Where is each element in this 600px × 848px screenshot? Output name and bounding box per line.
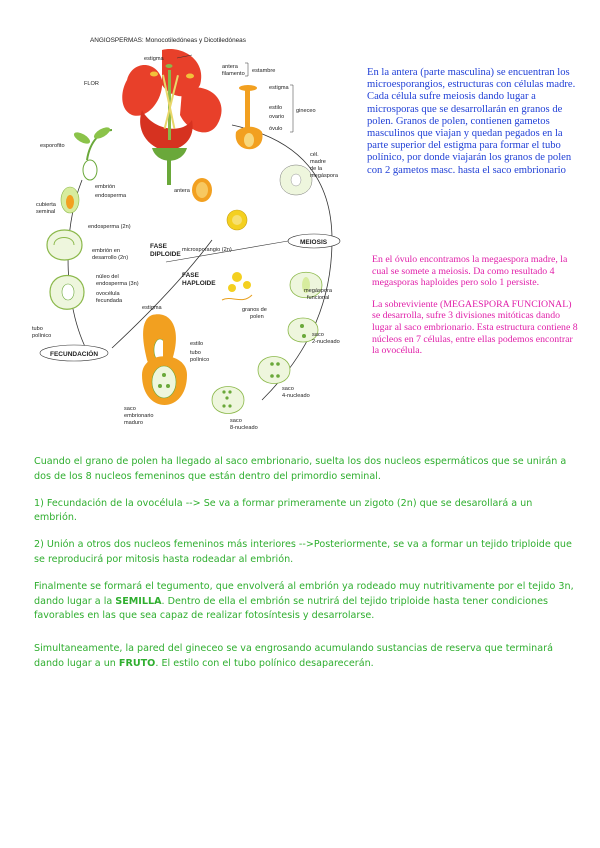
diagram-svg: ANGIOSPERMAS: Monocotiledóneas y Dicotil…	[32, 37, 341, 431]
fruit-text-c: . El estilo con el tubo polínico desapar…	[155, 657, 374, 669]
fruto-keyword: FRUTO	[118, 657, 156, 669]
label-saco-2-nucleado: 2-nucleado	[312, 339, 340, 345]
label-saco-2-nucleado: saco	[312, 332, 324, 338]
fertilization-paragraph-1: Cuando el grano de polen ha llegado al s…	[34, 456, 567, 482]
fertilization-paragraph-2: 1) Fecundación de la ovocélula --> Se va…	[34, 497, 533, 524]
label-ovulo: óvulo	[269, 126, 282, 132]
label-estambre: estambre	[252, 68, 275, 74]
label-antera-mid: antera	[174, 188, 191, 194]
fruit-text-a: Simultaneamente, la pared del gineceo se…	[34, 643, 553, 669]
label-gineceo: gineceo	[296, 108, 316, 114]
label-estigma-low: estigma	[142, 305, 162, 311]
fertilization-description: Cuando el grano de polen ha llegado al s…	[34, 455, 574, 684]
label-tubo-polinico: tubo	[32, 326, 43, 332]
label-estigma-right: estigma	[269, 85, 289, 91]
label-estilo: estilo	[269, 105, 282, 111]
label-endosperma: endosperma	[95, 193, 127, 199]
label-tubo-polinico-low: tubo	[190, 350, 201, 356]
label-cel-madre: megáspora	[310, 173, 339, 179]
label-flor: FLOR	[84, 81, 99, 87]
eight-nucleate-sac-illustration	[211, 386, 245, 414]
label-saco-8-nucleado: saco	[230, 418, 242, 424]
label-estilo-low: estilo	[190, 341, 203, 347]
pollen-grains-illustration	[221, 272, 253, 301]
label-saco-embrionario: maduro	[124, 420, 143, 426]
label-esporofito: esporofito	[40, 143, 65, 149]
label-saco-4-nucleado: 4-nucleado	[282, 393, 310, 399]
ovule-description: En el óvulo encontramos la megaespora ma…	[372, 254, 582, 367]
label-antera: antera	[222, 64, 239, 70]
label-tubo-polinico-low: polínico	[190, 357, 209, 363]
label-filamento: filamento	[222, 71, 245, 77]
angiosperm-life-cycle-diagram: ANGIOSPERMAS: Monocotiledóneas y Dicotil…	[32, 30, 350, 440]
label-cel-madre: cél.	[310, 152, 319, 158]
label-megaspora-funcional: funcional	[307, 295, 329, 301]
label-embrion-desarrollo: desarrollo (2n)	[92, 255, 128, 261]
label-cel-madre: de la	[310, 166, 323, 172]
diagram-title: ANGIOSPERMAS: Monocotiledóneas y Dicotil…	[90, 37, 246, 44]
label-saco-4-nucleado: saco	[282, 386, 294, 392]
label-ovocelula-fecundada: fecundada	[96, 298, 123, 304]
label-endosperma-2n: endosperma (2n)	[88, 224, 131, 230]
developing-seed-illustration	[46, 229, 83, 261]
megaspore-mother-cell	[279, 164, 313, 196]
label-nucleo-endosperma: núleo del	[96, 274, 119, 280]
embryo-sac-illustration	[142, 340, 187, 405]
label-cel-madre: madre	[310, 159, 326, 165]
label-cubierta-seminal: seminal	[36, 209, 55, 215]
label-ovario: ovario	[269, 114, 284, 120]
seed-paragraph: Finalmente se formará el tegumento, que …	[34, 580, 574, 624]
label-embrion-desarrollo: embrión en	[92, 248, 120, 254]
semilla-keyword: SEMILLA	[115, 595, 162, 607]
label-granos-polen: granos de	[242, 307, 267, 313]
fruit-paragraph: Simultaneamente, la pared del gineceo se…	[34, 642, 574, 672]
label-fase-diploide: DIPLOIDE	[150, 251, 181, 258]
four-nucleate-sac-illustration	[257, 356, 291, 384]
ovule-paragraph-1: En el óvulo encontramos la megaespora ma…	[372, 254, 568, 289]
cycle-arrow	[111, 239, 213, 349]
fertilized-ovule-illustration	[49, 275, 85, 310]
flower-illustration	[122, 49, 222, 185]
anther-illustration	[192, 178, 248, 231]
label-embrion: embrión	[95, 184, 115, 190]
label-saco-embrionario: embrionario	[124, 413, 154, 419]
label-saco-embrionario: saco	[124, 406, 136, 412]
label-tubo-polinico: polínico	[32, 333, 51, 339]
label-meiosis: MEIOSIS	[300, 239, 328, 246]
label-estigma: estigma	[144, 56, 164, 62]
label-granos-polen: polen	[250, 314, 264, 320]
two-nucleate-sac-illustration	[287, 317, 319, 343]
anther-description-text: En la antera (parte masculina) se encuen…	[367, 67, 576, 176]
label-fase-diploide: FASE	[150, 243, 168, 250]
label-microsporangio: microsporangio (2n)	[182, 247, 232, 253]
fecundacion-box	[39, 344, 109, 362]
label-saco-8-nucleado: 8-nucleado	[230, 425, 258, 431]
label-ovocelula-fecundada: ovocélula	[96, 291, 121, 297]
label-fase-haploide: FASE	[182, 272, 200, 279]
label-fase-haploide: HAPLOIDE	[182, 280, 216, 287]
seed-text-c: . Dentro de ella el embrión se nutrirá d…	[34, 595, 549, 622]
label-fecundacion: FECUNDACIÓN	[50, 349, 98, 358]
functional-megaspore-illustration	[289, 272, 323, 298]
fertilization-paragraph-3: 2) Unión a otros dos nucleos femeninos m…	[34, 539, 572, 565]
label-nucleo-endosperma: endosperma (3n)	[96, 281, 139, 287]
seed-text-a: Finalmente se formará el tegumento, que …	[34, 580, 574, 607]
pistil-illustration	[235, 85, 263, 150]
seed-illustration	[60, 186, 80, 214]
label-megaspora-funcional: megáspora	[304, 288, 333, 294]
ovule-paragraph-2: La sobreviviente (MEGAESPORA FUNCIONAL) …	[372, 298, 578, 357]
label-cubierta-seminal: cubierta	[36, 202, 57, 208]
sporophyte-illustration	[73, 127, 113, 181]
